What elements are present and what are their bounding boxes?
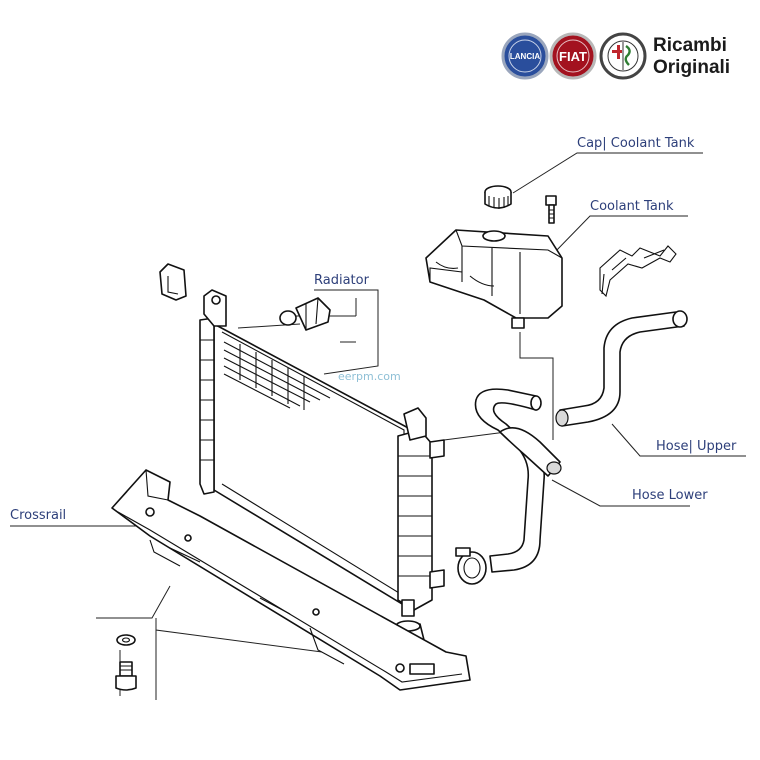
label-radiator: Radiator: [314, 273, 370, 288]
brand-title-line1: Ricambi: [653, 35, 727, 56]
label-coolant-tank: Coolant Tank: [590, 199, 674, 214]
label-hose-upper: Hose| Upper: [656, 439, 737, 454]
brand-title-line2: Originali: [653, 57, 730, 78]
temperature-switch: [279, 297, 331, 331]
hose-clamp: [455, 547, 487, 585]
retaining-clip: [599, 245, 677, 298]
label-cap-coolant-tank: Cap| Coolant Tank: [577, 136, 695, 151]
lancia-logo: LANCIA: [501, 32, 549, 80]
watermark: eerpm.com: [338, 370, 401, 383]
alfa-romeo-logo: [599, 32, 647, 80]
label-crossrail: Crossrail: [10, 508, 66, 523]
label-hose-lower: Hose Lower: [632, 488, 708, 503]
radiator: [199, 289, 445, 647]
hose-upper: [555, 310, 688, 427]
leader-lines: [10, 152, 746, 700]
fiat-logo-text: FIAT: [559, 49, 587, 64]
brand-header: LANCIA FIAT Ricambi Originali: [501, 32, 730, 80]
rubber-mount: [159, 263, 187, 301]
level-sensor: [545, 195, 557, 224]
washer: [116, 634, 136, 646]
coolant-tank: [425, 229, 563, 329]
bolt: [115, 661, 137, 691]
lancia-logo-text: LANCIA: [510, 52, 540, 61]
hose-lower: [474, 388, 562, 573]
crossrail: [111, 469, 471, 691]
coolant-tank-cap: [484, 185, 512, 209]
fiat-logo: FIAT: [549, 32, 597, 80]
